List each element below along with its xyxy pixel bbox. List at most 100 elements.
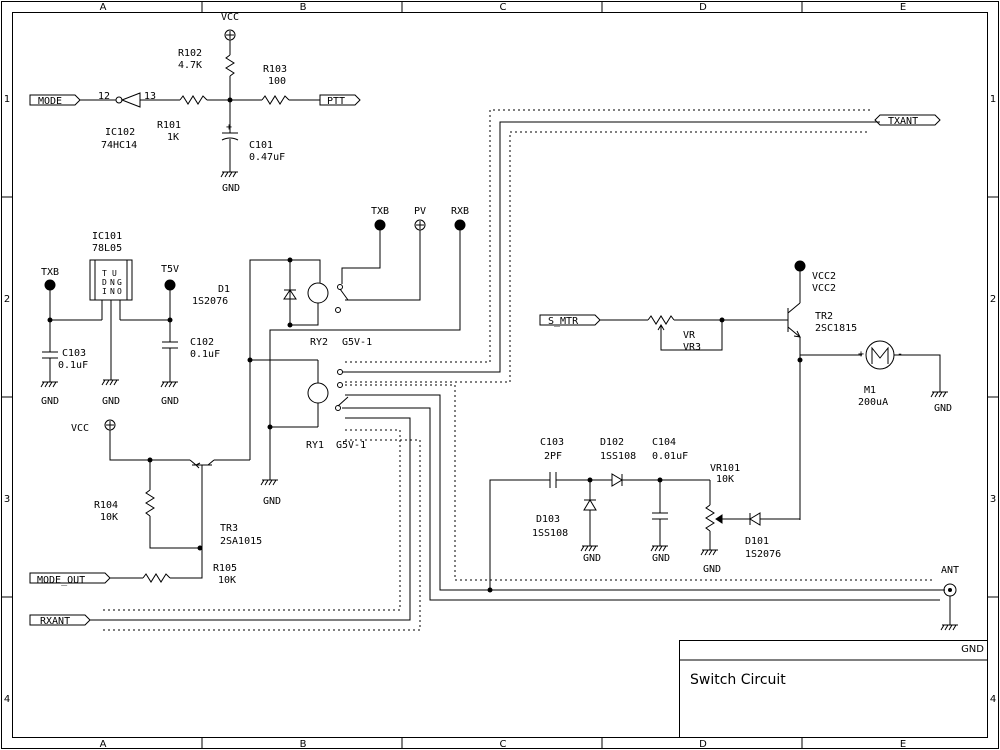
port-s-mtr bbox=[539, 314, 601, 326]
port-mode-out bbox=[29, 572, 111, 584]
r105-symbol bbox=[142, 573, 171, 583]
s-meter-section: S_MTR VR VR3 VCC2 VCC2 TR2 2SC1815 + - G… bbox=[539, 260, 952, 520]
vr-value: VR3 bbox=[683, 342, 701, 353]
ry2-coil bbox=[307, 282, 329, 304]
ry2-ref: RY2 bbox=[310, 337, 328, 348]
row-label-left: 4 bbox=[4, 694, 10, 705]
gnd-label: GND bbox=[222, 183, 240, 194]
c103-left-ref: C103 bbox=[62, 348, 86, 359]
tr3-value: 2SA1015 bbox=[220, 536, 262, 547]
gnd-label: GND bbox=[583, 553, 601, 564]
col-label-top: A bbox=[100, 2, 107, 13]
r103-ref: R103 bbox=[263, 64, 287, 75]
r103-symbol bbox=[261, 95, 290, 105]
pv-label: PV bbox=[414, 206, 426, 217]
col-label-bottom: B bbox=[300, 739, 307, 750]
ry2-value: G5V-1 bbox=[342, 337, 372, 348]
port-ptt-label: PTT bbox=[327, 96, 345, 107]
m1-plus: + bbox=[858, 349, 864, 360]
txb-terminal bbox=[374, 219, 386, 231]
tr3-ref: TR3 bbox=[220, 523, 238, 534]
col-label-bottom: A bbox=[100, 739, 107, 750]
m1-value: 200uA bbox=[858, 397, 888, 408]
vcc-top-label: VCC bbox=[221, 12, 239, 23]
col-label-bottom: C bbox=[500, 739, 507, 750]
d101-symbol bbox=[749, 512, 761, 526]
r105-ref: R105 bbox=[213, 563, 237, 574]
ic101-value: 78L05 bbox=[92, 243, 122, 254]
ic102-value: 74HC14 bbox=[101, 140, 137, 151]
m1-ref: M1 bbox=[864, 385, 876, 396]
vr-ref: VR bbox=[683, 330, 696, 341]
port-mode-label: MODE bbox=[38, 96, 62, 107]
gnd-label: GND bbox=[263, 496, 281, 507]
row-label-right: 4 bbox=[990, 694, 996, 705]
r104-symbol bbox=[145, 489, 155, 517]
ic101-pin-letter: N bbox=[110, 278, 115, 287]
c103-left-value: 0.1uF bbox=[58, 360, 88, 371]
ant-label: ANT bbox=[941, 565, 959, 576]
vcc2-label-b: VCC2 bbox=[812, 283, 836, 294]
gnd-label: GND bbox=[41, 396, 59, 407]
ic101-pin-letter: I bbox=[102, 287, 107, 296]
col-label-top: D bbox=[699, 2, 707, 13]
port-rxant bbox=[29, 614, 91, 626]
ry1-coil bbox=[307, 382, 329, 404]
row-label-right: 2 bbox=[990, 294, 996, 305]
ic101-pin-letter: T bbox=[102, 269, 107, 278]
r101-symbol bbox=[179, 95, 208, 105]
vcc2-terminal bbox=[794, 260, 806, 272]
r101-value: 1K bbox=[167, 132, 179, 143]
r104-value: 10K bbox=[100, 512, 118, 523]
d102-ref: D102 bbox=[600, 437, 624, 448]
d1-symbol bbox=[283, 289, 297, 300]
tr2-ref: TR2 bbox=[815, 311, 833, 322]
rxb-terminal bbox=[454, 219, 466, 231]
c101-value: 0.47uF bbox=[249, 152, 285, 163]
port-ptt bbox=[319, 94, 361, 106]
col-label-bottom: D bbox=[699, 739, 707, 750]
d102-value: 1SS108 bbox=[600, 451, 636, 462]
title-block-gnd: GND bbox=[961, 644, 984, 655]
r102-ref: R102 bbox=[178, 48, 202, 59]
rf-detector-section: C103 2PF D103 1SS108 GND D102 1SS108 C10… bbox=[489, 437, 800, 590]
r102-value: 4.7K bbox=[178, 60, 202, 71]
col-label-top: E bbox=[900, 2, 906, 13]
ry1-ref: RY1 bbox=[306, 440, 324, 451]
port-mode-out-label: MODE_OUT bbox=[37, 575, 85, 586]
gnd-label: GND bbox=[652, 553, 670, 564]
txb-left-label: TXB bbox=[41, 267, 59, 278]
ry2-contact bbox=[339, 288, 349, 301]
row-label-right: 3 bbox=[990, 494, 996, 505]
vcc-left-label: VCC bbox=[71, 423, 89, 434]
col-label-bottom: E bbox=[900, 739, 906, 750]
txb-terminal bbox=[44, 279, 56, 291]
vr-symbol bbox=[647, 315, 675, 325]
gnd-label: GND bbox=[161, 396, 179, 407]
port-rxant-label: RXANT bbox=[40, 616, 70, 627]
vr101-value: 10K bbox=[716, 474, 734, 485]
vr101-symbol bbox=[705, 504, 715, 532]
r105-value: 10K bbox=[218, 575, 236, 586]
r104-ref: R104 bbox=[94, 500, 118, 511]
drawing-title: Switch Circuit bbox=[690, 672, 786, 688]
r103-value: 100 bbox=[268, 76, 286, 87]
c104-ref: C104 bbox=[652, 437, 676, 448]
c102-value: 0.1uF bbox=[190, 349, 220, 360]
c101-polarity: + bbox=[226, 122, 232, 133]
port-txant-label: TXANT bbox=[888, 116, 918, 127]
tr2-value: 2SC1815 bbox=[815, 323, 857, 334]
ic101-pin-letter: N bbox=[110, 287, 115, 296]
c103-right-ref: C103 bbox=[540, 437, 564, 448]
ic101-pin-letter: D bbox=[102, 278, 107, 287]
d103-symbol bbox=[583, 499, 597, 511]
port-s-mtr-label: S_MTR bbox=[548, 316, 579, 327]
c101-ref: C101 bbox=[249, 140, 273, 151]
gnd-label: GND bbox=[102, 396, 120, 407]
relay-section: TXB PV RXB RY2 G5V-1 D1 1S2076 bbox=[29, 109, 959, 631]
t5v-terminal bbox=[164, 279, 176, 291]
col-label-top: B bbox=[300, 2, 307, 13]
c102-ref: C102 bbox=[190, 337, 214, 348]
